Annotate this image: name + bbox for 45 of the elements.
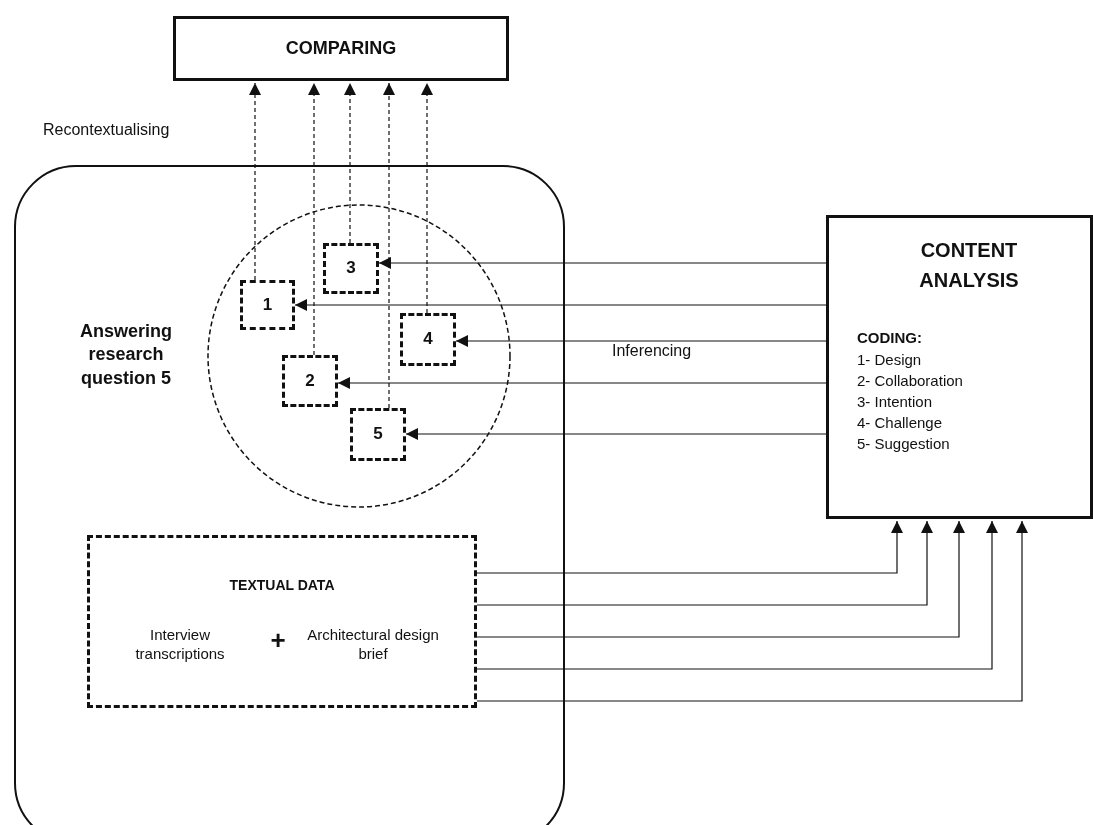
arrow	[294, 299, 827, 311]
code-box	[240, 280, 295, 330]
arrow	[476, 520, 1028, 702]
box-title: COMPARING	[284, 36, 398, 60]
dashed-arrow	[344, 82, 356, 244]
code-box	[282, 355, 338, 407]
arrow	[405, 428, 827, 440]
group-heading: Answering research question 5	[79, 319, 173, 390]
list-item: 3- Intention	[857, 392, 933, 412]
source-text: Architectural design brief	[306, 624, 440, 664]
arrow	[476, 520, 998, 670]
box-heading: TEXTUAL DATA	[228, 575, 336, 595]
list-item: 1- Design	[857, 350, 922, 370]
arrow	[378, 257, 827, 269]
code-number: 2	[304, 369, 316, 392]
code-box	[400, 313, 456, 366]
list-item: 2- Collaboration	[857, 371, 963, 391]
process-box	[826, 215, 1093, 519]
code-number: 1	[261, 293, 274, 316]
code-box	[323, 243, 379, 294]
list-heading: CODING:	[857, 328, 922, 348]
process-box	[173, 16, 509, 81]
dashed-arrow	[421, 82, 433, 314]
group-panel	[14, 165, 565, 825]
list-item: 5- Suggestion	[857, 434, 950, 454]
code-number: 4	[422, 328, 434, 351]
plus-sign: +	[269, 626, 287, 656]
annotation-text: Recontextualising	[43, 121, 170, 139]
dashed-arrow	[308, 82, 320, 356]
arrow	[337, 377, 827, 389]
dashed-arrow	[383, 82, 395, 409]
dashed-arrow	[249, 82, 261, 281]
edge-annotation: Inferencing	[612, 342, 692, 360]
dashed-circle	[207, 204, 511, 508]
arrow	[476, 520, 965, 638]
source-text: Interview transcriptions	[134, 624, 226, 664]
arrow	[476, 520, 903, 574]
arrow	[455, 335, 827, 347]
code-number: 3	[345, 257, 357, 280]
code-box	[350, 408, 406, 461]
box-heading: CONTENT ANALYSIS	[918, 238, 1020, 293]
code-number: 5	[372, 423, 384, 446]
arrow	[476, 520, 933, 606]
data-box	[87, 535, 477, 708]
list-item: 4- Challenge	[857, 413, 943, 433]
